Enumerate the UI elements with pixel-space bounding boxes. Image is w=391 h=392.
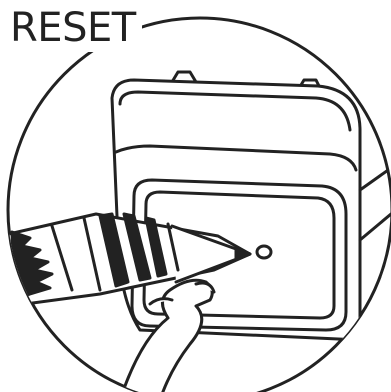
reset-pinhole-icon bbox=[257, 246, 271, 258]
reset-title: RESET bbox=[10, 4, 142, 52]
